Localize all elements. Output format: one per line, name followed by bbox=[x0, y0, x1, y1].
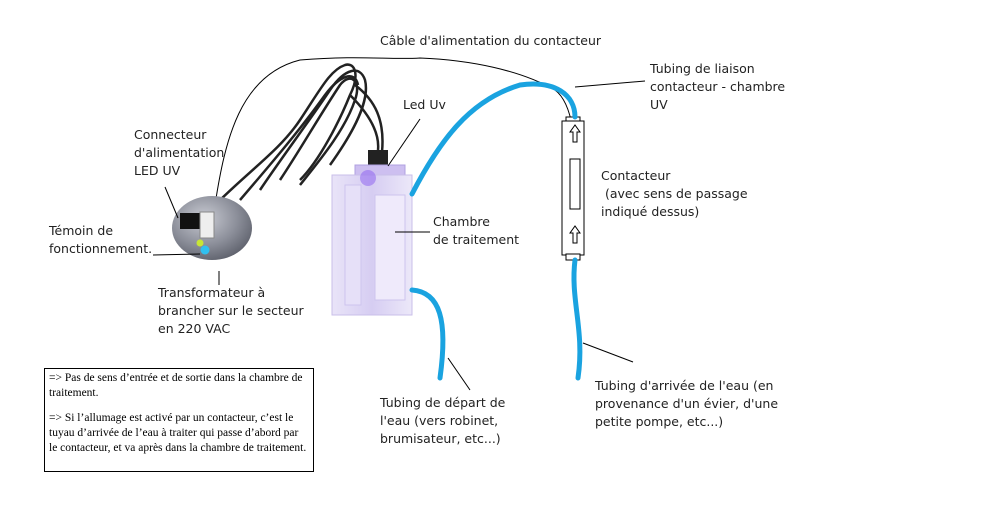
tubing-arrivee bbox=[571, 257, 583, 381]
label-line: LED UV bbox=[134, 163, 181, 178]
label-line: l'eau (vers robinet, bbox=[380, 413, 499, 428]
label-tubing-liaison: Tubing de liaison contacteur - chambre U… bbox=[650, 60, 785, 114]
label-connecteur: Connecteur d'alimentation LED UV bbox=[134, 126, 224, 180]
leader-lines bbox=[152, 80, 646, 391]
note-paragraph-1: => Pas de sens d’entrée et de sortie dan… bbox=[49, 372, 303, 399]
uv-chamber bbox=[331, 150, 413, 316]
label-line: Témoin de bbox=[49, 223, 114, 238]
transformer bbox=[172, 196, 252, 260]
label-line: fonctionnement. bbox=[49, 241, 153, 256]
label-transformateur: Transformateur à brancher sur le secteur… bbox=[158, 284, 304, 338]
label-chambre: Chambre de traitement bbox=[433, 213, 519, 249]
note-paragraph-2: => Si l’allumage est activé par un conta… bbox=[49, 412, 307, 454]
label-line: Transformateur à bbox=[158, 285, 266, 300]
label-contacteur: Contacteur (avec sens de passage indiqué… bbox=[601, 167, 748, 221]
label-line: Tubing de liaison bbox=[650, 61, 755, 76]
label-line: en 220 VAC bbox=[158, 321, 231, 336]
led-blue-indicator bbox=[200, 245, 210, 255]
label-line: d'alimentation bbox=[134, 145, 225, 160]
label-line: contacteur - chambre bbox=[650, 79, 786, 94]
label-line: (avec sens de passage bbox=[601, 186, 748, 201]
label-line: indiqué dessus) bbox=[601, 204, 700, 219]
label-line: Tubing d'arrivée de l'eau (en bbox=[595, 378, 774, 393]
label-tubing-arrivee: Tubing d'arrivée de l'eau (en provenance… bbox=[595, 377, 778, 431]
tubing bbox=[409, 81, 583, 381]
label-tubing-depart: Tubing de départ de l'eau (vers robinet,… bbox=[380, 394, 505, 448]
label-temoin: Témoin de fonctionnement. bbox=[49, 222, 152, 258]
power-cable-coil bbox=[214, 63, 384, 206]
label-line: brancher sur le secteur bbox=[158, 303, 304, 318]
label-line: Connecteur bbox=[134, 127, 207, 142]
label-line: provenance d'un évier, d'une bbox=[595, 396, 779, 411]
tubing-liaison bbox=[409, 81, 578, 197]
tubing-depart bbox=[409, 287, 446, 381]
label-led-uv: Led Uv bbox=[403, 97, 446, 112]
label-cable-contacteur: Câble d'alimentation du contacteur bbox=[380, 33, 602, 48]
led-green-indicator bbox=[196, 239, 204, 247]
label-line: UV bbox=[650, 97, 668, 112]
label-line: Tubing de départ de bbox=[380, 395, 506, 410]
label-line: brumisateur, etc...) bbox=[380, 431, 501, 446]
contacteur-device bbox=[561, 116, 585, 261]
label-line: Contacteur bbox=[601, 168, 671, 183]
label-line: Chambre bbox=[433, 214, 490, 229]
label-line: petite pompe, etc...) bbox=[595, 414, 724, 429]
leader-cable-contacteur bbox=[214, 57, 577, 226]
note-box: => Pas de sens d’entrée et de sortie dan… bbox=[44, 368, 314, 472]
label-line: de traitement bbox=[433, 232, 520, 247]
